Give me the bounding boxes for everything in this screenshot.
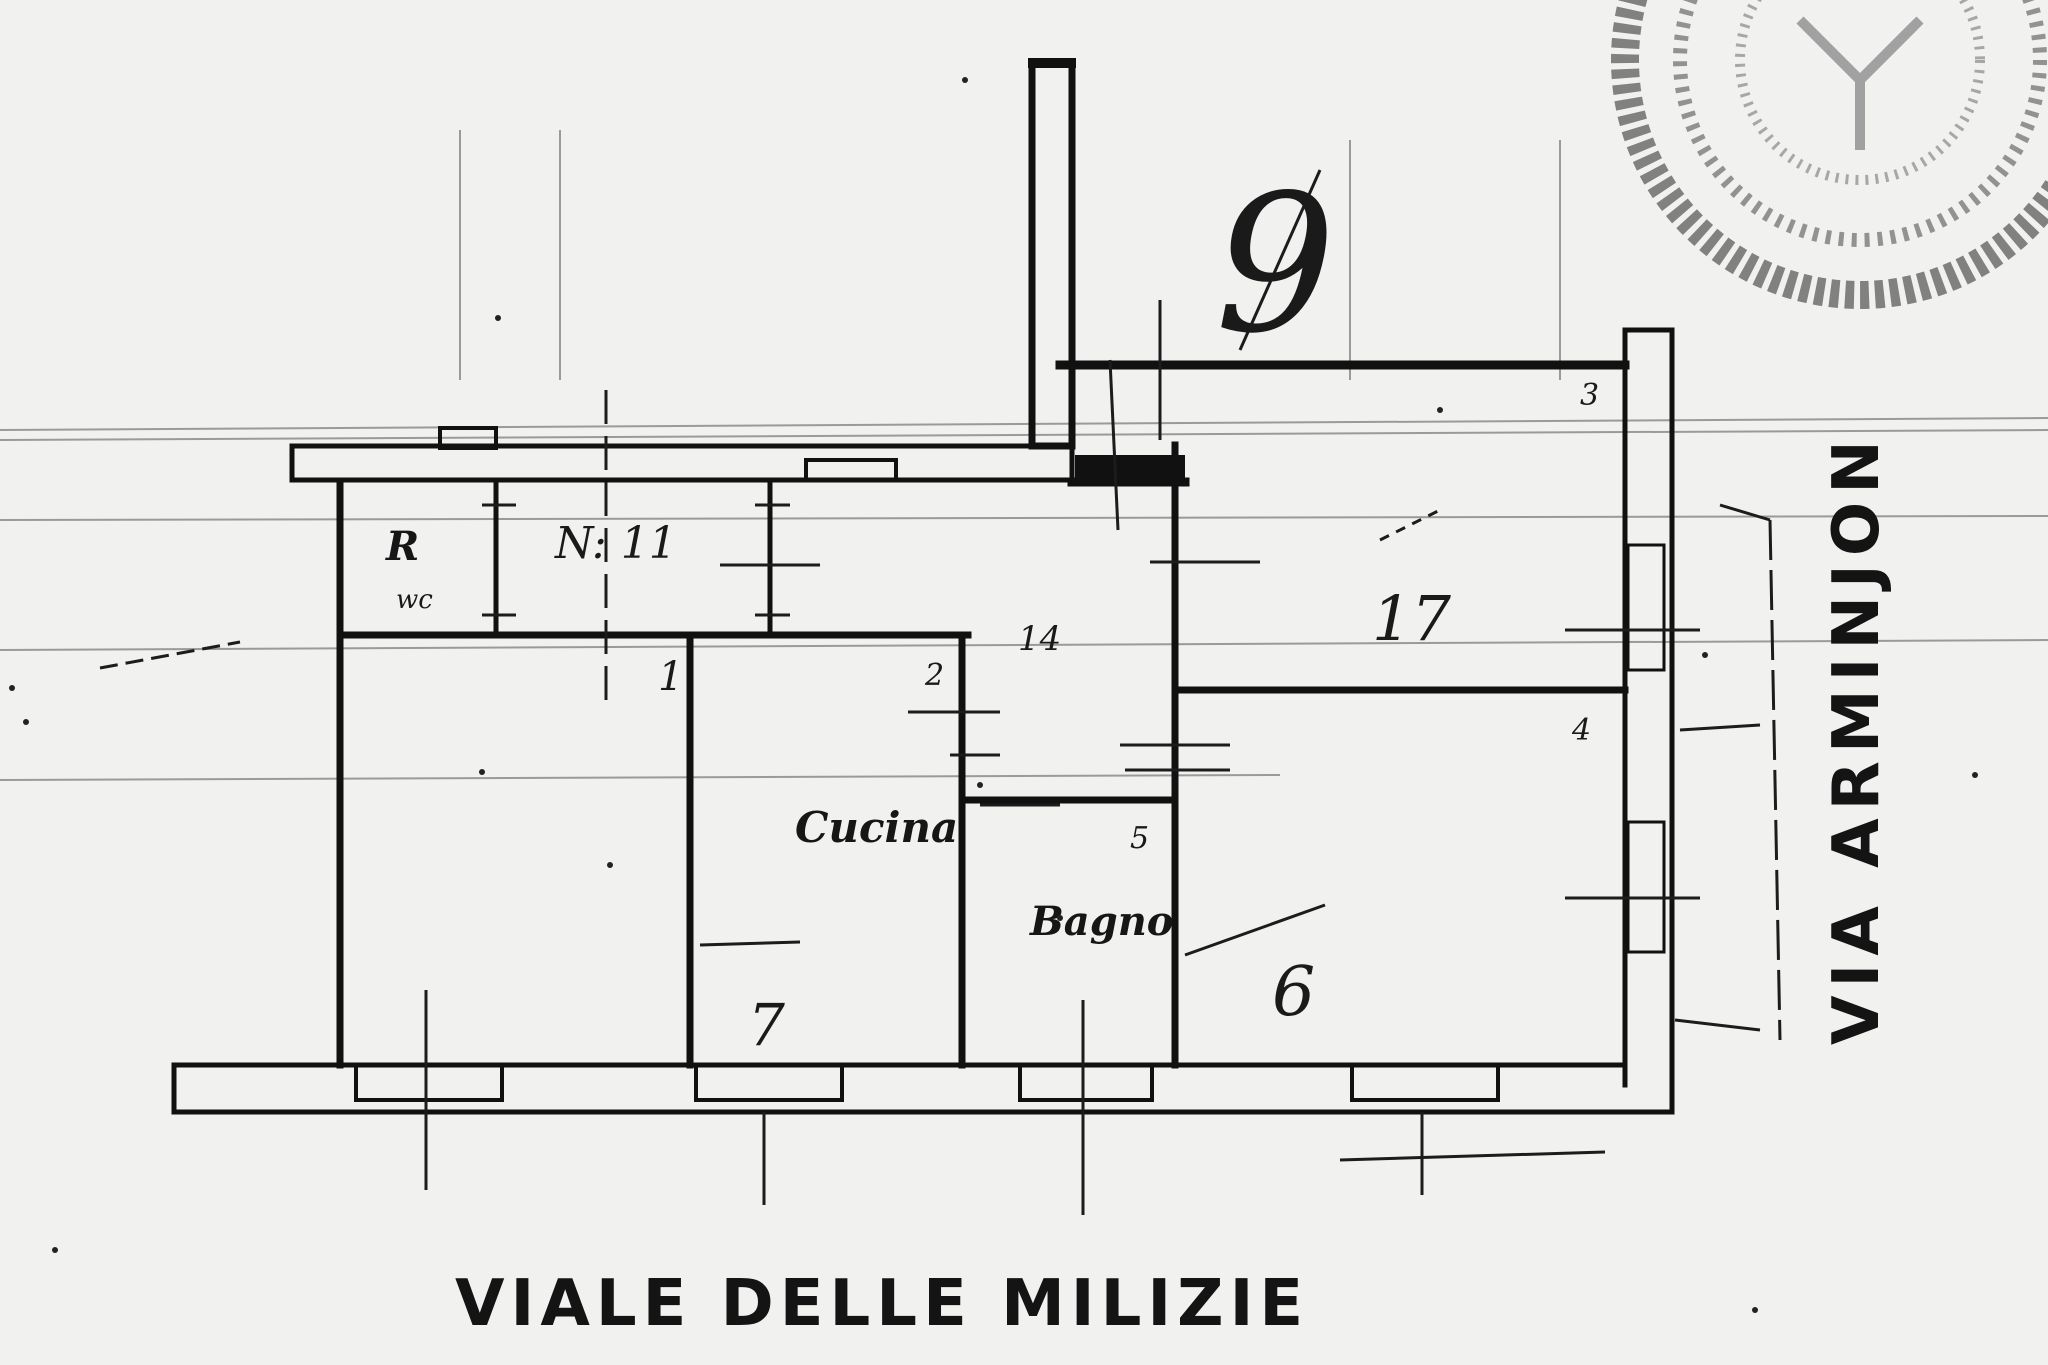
room-label-closet: R [385,523,419,570]
room-label-bathroom: Bagno [1029,898,1173,945]
chimney [1028,58,1076,450]
street-label-east: VIA ARMINJON [1820,432,1894,1045]
room-number-7: 7 [748,991,785,1059]
room-number-1: 1 [658,654,683,700]
room-label-closet-sub: wc [396,585,433,615]
room-number-6: 6 [1272,953,1315,1032]
sheet-number: 9 [1215,154,1336,375]
room-label-kitchen: Cucina [795,803,958,852]
stamp-seal [1611,0,2048,309]
room-number-4: 4 [1571,713,1591,748]
pencil-specks [9,77,1978,1313]
room-number-14: 14 [1018,619,1061,659]
outer-walls [171,327,1675,1115]
street-label-south: VIALE DELLE MILIZIE [455,1267,1309,1341]
room-number-3: 3 [1580,378,1599,413]
construction-lines [99,169,1782,1215]
room-number-5: 5 [1130,821,1149,856]
room-number-17: 17 [1372,582,1451,655]
unit-number: N: 11 [554,518,677,569]
interior-walls [336,441,1629,1069]
background-ghost-table [0,130,2048,781]
room-number-2: 2 [924,658,944,693]
